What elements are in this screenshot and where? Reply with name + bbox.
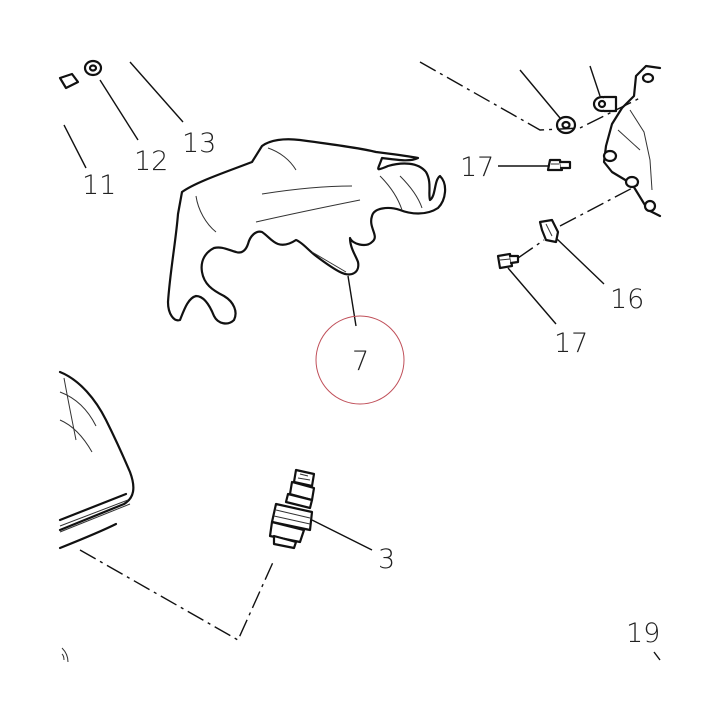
bushing-top bbox=[592, 95, 618, 113]
callout-11: 11 bbox=[82, 170, 116, 201]
callout-17-upper: 17 bbox=[460, 152, 494, 183]
callout-3: 3 bbox=[378, 544, 395, 575]
callout-12: 12 bbox=[134, 146, 168, 177]
leader-19 bbox=[653, 651, 661, 661]
callout-19: 19 bbox=[626, 618, 660, 649]
callout-16: 16 bbox=[610, 284, 644, 315]
highlight-circle-7 bbox=[315, 315, 405, 405]
clip-16 bbox=[538, 218, 560, 244]
small-bolt-11 bbox=[58, 72, 80, 90]
mounting-bracket bbox=[602, 64, 662, 218]
leader-17-lower bbox=[507, 267, 557, 325]
leader-7 bbox=[347, 275, 357, 327]
leader-12 bbox=[99, 79, 139, 141]
callout-7: 7 bbox=[352, 346, 369, 377]
leader-16 bbox=[555, 237, 605, 285]
screw-17-lower bbox=[496, 252, 520, 270]
parts-11-12-13-group bbox=[58, 59, 184, 169]
callout-13: 13 bbox=[182, 128, 216, 159]
screw-17-upper bbox=[546, 158, 572, 172]
callout-17-lower: 17 bbox=[554, 328, 588, 359]
leader-11 bbox=[63, 124, 87, 169]
leader-3 bbox=[311, 519, 373, 551]
leader-13 bbox=[129, 61, 184, 123]
heat-shield-outline bbox=[166, 138, 447, 325]
spark-plug-3 bbox=[268, 468, 316, 550]
bracket-assembly bbox=[419, 61, 662, 325]
heat-shield-7 bbox=[166, 138, 447, 325]
tank-housing bbox=[58, 370, 135, 550]
